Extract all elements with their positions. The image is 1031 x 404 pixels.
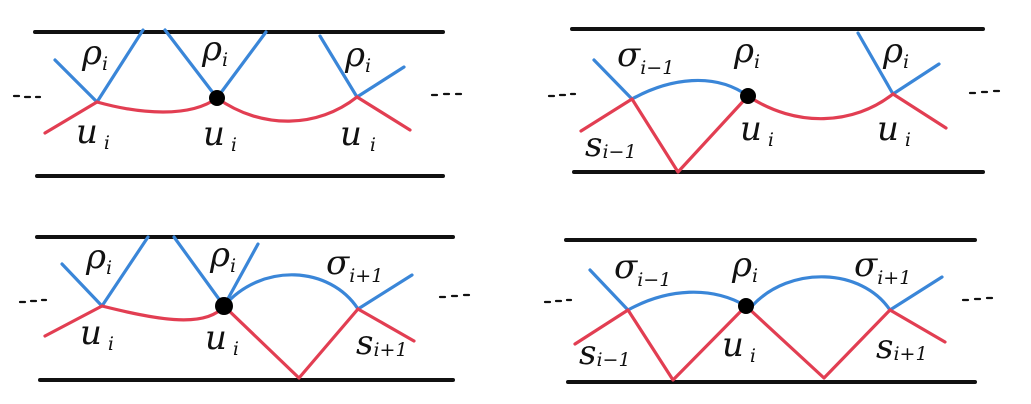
u-contact-curve bbox=[95, 96, 219, 114]
rho-wave bbox=[172, 235, 226, 308]
continuation-dots-right bbox=[438, 293, 471, 299]
s-label: si+1 bbox=[356, 323, 408, 363]
u-contact-curve bbox=[100, 304, 226, 322]
sigma-label: σi−1 bbox=[617, 35, 674, 79]
sigma-label: σi+1 bbox=[326, 243, 383, 287]
u-contact-curve bbox=[746, 92, 895, 121]
continuation-dots-right bbox=[961, 296, 994, 302]
rho-label: ρi bbox=[731, 245, 758, 287]
continuation-dots-left bbox=[18, 298, 48, 304]
rho-label: ρi bbox=[81, 33, 108, 75]
continuation-dots-left bbox=[547, 92, 577, 98]
s-label: si+1 bbox=[876, 327, 928, 367]
u-wave bbox=[43, 100, 99, 135]
continuation-dots-left bbox=[543, 298, 573, 304]
sigma-wave bbox=[588, 268, 630, 312]
sigma-wave bbox=[356, 273, 414, 311]
interaction-point bbox=[740, 88, 756, 104]
s-reflected-wave bbox=[744, 304, 892, 380]
rho-label: ρi bbox=[85, 237, 112, 279]
sigma-label: σi−1 bbox=[614, 247, 671, 291]
continuation-dots-right bbox=[968, 89, 1001, 95]
s-reflected-wave bbox=[630, 94, 750, 174]
interaction-point bbox=[215, 297, 233, 315]
s-label: si−1 bbox=[585, 125, 637, 165]
sigma-wave bbox=[888, 275, 944, 312]
sigma-contact-curve bbox=[222, 273, 360, 311]
rho-label: ρi bbox=[733, 31, 760, 73]
sigma-contact-curve bbox=[750, 275, 892, 312]
s-label: si−1 bbox=[579, 333, 631, 373]
s-wave bbox=[579, 97, 634, 133]
rho-label: ρi bbox=[344, 35, 371, 77]
s-reflected-wave bbox=[222, 304, 360, 380]
u-contact-curve bbox=[215, 95, 359, 123]
continuation-dots-left bbox=[12, 94, 42, 99]
rho-label: ρi bbox=[882, 31, 909, 73]
rho-wave bbox=[222, 242, 260, 308]
u-wave bbox=[891, 92, 948, 130]
continuation-dots-right bbox=[430, 92, 463, 97]
s-wave bbox=[356, 307, 416, 343]
u-wave bbox=[355, 95, 412, 132]
interaction-point bbox=[209, 90, 225, 106]
s-wave bbox=[888, 308, 947, 344]
rho-label: ρi bbox=[201, 29, 228, 71]
s-wave bbox=[573, 308, 630, 346]
sigma-wave bbox=[592, 58, 634, 101]
sigma-contact-curve bbox=[630, 78, 750, 101]
interaction-point bbox=[738, 298, 754, 314]
u-wave bbox=[43, 304, 104, 338]
s-reflected-wave bbox=[626, 304, 748, 382]
sigma-contact-curve bbox=[626, 290, 748, 312]
rho-label: ρi bbox=[209, 235, 236, 277]
sigma-label: σi+1 bbox=[854, 245, 911, 289]
